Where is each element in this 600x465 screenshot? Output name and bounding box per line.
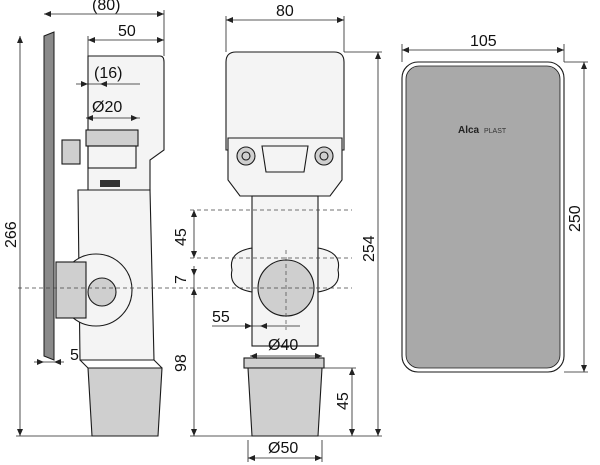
front-screw-right (314, 146, 334, 166)
front-collar (243, 357, 325, 369)
side-width-total-label: (80) (92, 0, 120, 14)
front-dim-7-label: 7 (173, 275, 190, 284)
side-badge (100, 180, 120, 187)
front-bottom-outlet (247, 367, 323, 437)
front-bottom-diameter-label: Ø50 (268, 440, 298, 457)
side-cover-plate (43, 31, 55, 361)
front-width-label: 80 (276, 3, 294, 20)
cover-logo-sub: PLAST (484, 128, 507, 135)
side-view: (80) 50 (16) Ø20 266 5 (3, 0, 188, 437)
front-outlet-diameter-label: Ø40 (268, 337, 298, 354)
cover-plate-inner (405, 65, 561, 369)
front-clamp-right (317, 247, 340, 293)
cover-logo-main: Alca (458, 125, 480, 136)
front-view: 80 254 45 7 98 55 Ø40 (173, 3, 382, 462)
cover-height-label: 250 (567, 205, 584, 232)
side-top-housing (87, 55, 165, 191)
side-height-total-label: 266 (3, 221, 20, 248)
side-trap-connector (55, 261, 87, 319)
cover-width-label: 105 (470, 33, 497, 50)
front-bracket (227, 137, 343, 197)
front-dim-55-label: 55 (212, 309, 230, 326)
side-wall-offset-label: 5 (70, 347, 79, 364)
front-dim-98-label: 98 (173, 354, 190, 372)
side-nozzle (61, 139, 81, 165)
cover-view: Alca PLAST 105 250 (401, 33, 588, 373)
side-inlet-offset-label: (16) (94, 65, 122, 82)
front-clamp-left (230, 247, 253, 293)
side-inlet-diameter-label: Ø20 (92, 99, 122, 116)
front-dim-45-bottom-label: 45 (335, 392, 352, 410)
front-height-total-label: 254 (361, 235, 378, 262)
front-screw-left (236, 146, 256, 166)
side-bottom-outlet (87, 367, 163, 437)
front-top-housing (225, 51, 345, 151)
side-inlet-pipe (85, 129, 139, 147)
side-width-top-label: 50 (118, 23, 136, 40)
front-dim-45-label: 45 (173, 228, 190, 246)
